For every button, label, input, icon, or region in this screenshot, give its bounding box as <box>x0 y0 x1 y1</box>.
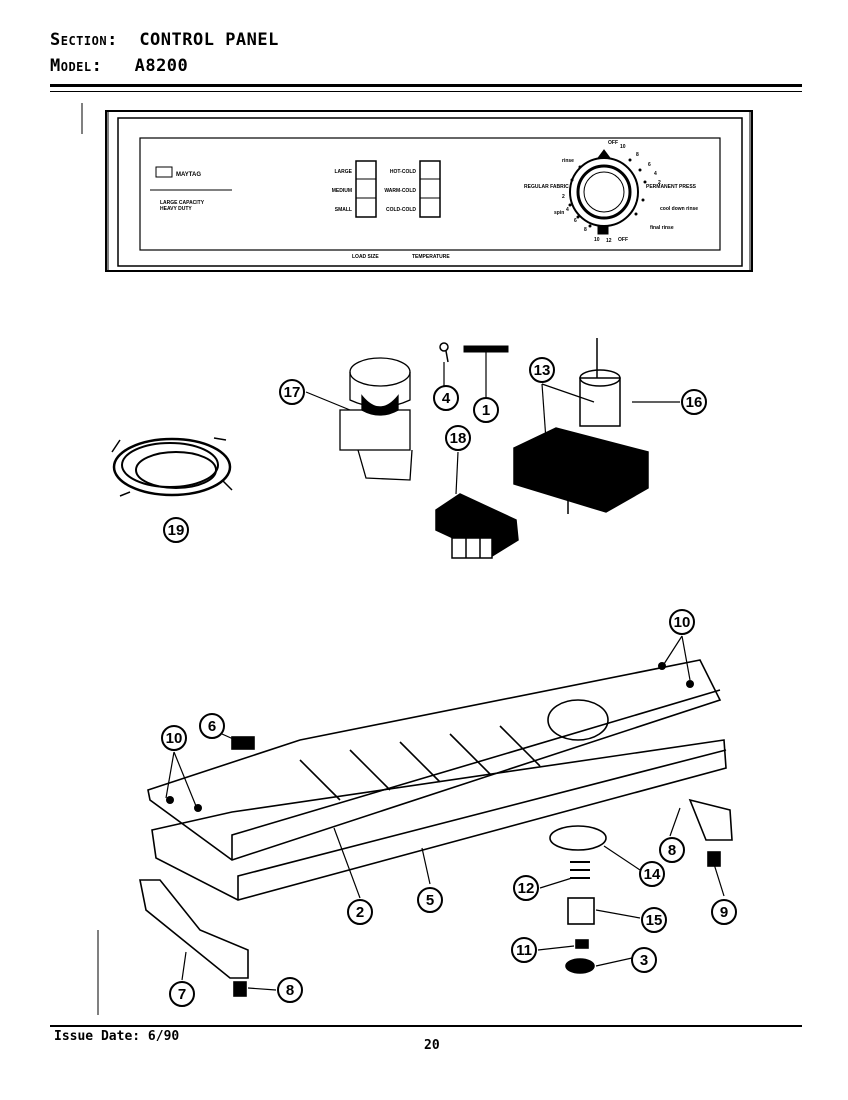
callout-leader-lines <box>165 352 725 991</box>
callout-12: 12 <box>518 880 535 897</box>
callout-17: 17 <box>284 384 301 401</box>
button-label-hot-cold: HOT-COLD <box>390 169 416 175</box>
dial-mark-8-left: 8 <box>584 227 587 233</box>
dial-mark-2-left: 2 <box>562 194 565 200</box>
dial-mark-6-left: 6 <box>574 218 577 224</box>
section-label: Section: <box>50 30 118 50</box>
model-value: A8200 <box>134 56 189 76</box>
button-label-warm-cold: WARM-COLD <box>384 188 416 194</box>
callout-6: 6 <box>208 718 216 735</box>
dial-mark-off-bottom: OFF <box>618 237 628 243</box>
dial-mark-10-top: 10 <box>620 144 626 150</box>
dial-word-rinse: rinse <box>562 158 574 164</box>
dial-mark-2-right: 2 <box>658 180 661 186</box>
callout-9: 9 <box>720 904 728 921</box>
push-button-switch-illustration <box>435 493 519 559</box>
callout-18: 18 <box>450 430 467 447</box>
callout-8-right: 8 <box>668 842 676 859</box>
callout-15: 15 <box>646 912 663 929</box>
panel-subtitle-2: HEAVY DUTY <box>160 206 192 212</box>
section-value: CONTROL PANEL <box>139 30 279 50</box>
button-label-small: SMALL <box>335 207 352 213</box>
callout-1: 1 <box>482 402 490 419</box>
timer-illustration <box>513 338 649 514</box>
control-panel-front <box>105 110 753 272</box>
dial-mark-6-top: 6 <box>648 162 651 168</box>
dial-mark-10-bottom: 10 <box>594 237 600 243</box>
callout-circles <box>161 357 737 1007</box>
header-rule-thick <box>50 84 802 87</box>
callout-11: 11 <box>516 942 532 959</box>
callout-10-right: 10 <box>674 614 691 631</box>
section-heading: Section: CONTROL PANEL <box>50 30 279 50</box>
button-label-large: LARGE <box>335 169 353 175</box>
footer-rule <box>50 1025 802 1027</box>
dial-mark-8-top: 8 <box>636 152 639 158</box>
callout-3: 3 <box>640 952 648 969</box>
control-panel-frame-illustration <box>139 659 733 997</box>
page-number: 20 <box>424 1038 440 1053</box>
panel-dial-ticks <box>568 158 647 228</box>
issue-date: Issue Date: 6/90 <box>54 1029 180 1044</box>
panel-subtitle: LARGE CAPACITY <box>160 200 205 206</box>
dial-word-cool-down-rinse: cool down rinse <box>660 206 698 212</box>
header-rule-thin <box>50 91 802 92</box>
callout-2: 2 <box>356 904 364 921</box>
callout-13: 13 <box>534 362 551 379</box>
panel-brand: MAYTAG <box>176 172 201 178</box>
callout-7: 7 <box>178 986 186 1003</box>
dial-mark-4-top: 4 <box>654 171 657 177</box>
dial-word-final-rinse: final rinse <box>650 225 674 231</box>
panel-load-size-label: LOAD SIZE <box>352 254 379 260</box>
dial-mark-12-bottom: 12 <box>606 238 612 244</box>
callout-14: 14 <box>644 866 661 883</box>
callout-8-bottom: 8 <box>286 982 294 999</box>
wire-harness-illustration <box>111 437 233 497</box>
dial-mark-off-top: OFF <box>608 140 618 146</box>
button-label-cold-cold: COLD-COLD <box>386 207 416 213</box>
callout-16: 16 <box>686 394 703 411</box>
dial-word-spin: spin <box>554 210 564 216</box>
timer-knob-illustration <box>339 357 413 481</box>
callout-10-left: 10 <box>166 730 183 747</box>
callout-4: 4 <box>442 390 451 407</box>
model-label: Model: <box>50 56 103 76</box>
callout-5: 5 <box>426 892 434 909</box>
model-heading: Model: A8200 <box>50 56 188 76</box>
panel-permanent-press: PERMANENT PRESS <box>646 184 697 190</box>
panel-regular-fabric: REGULAR FABRIC <box>524 184 569 190</box>
panel-temperature-label: TEMPERATURE <box>412 254 450 260</box>
button-label-medium: MEDIUM <box>332 188 352 194</box>
screw-and-pointer <box>439 342 509 363</box>
dial-mark-4-left: 4 <box>566 207 569 213</box>
callout-19: 19 <box>168 522 185 539</box>
